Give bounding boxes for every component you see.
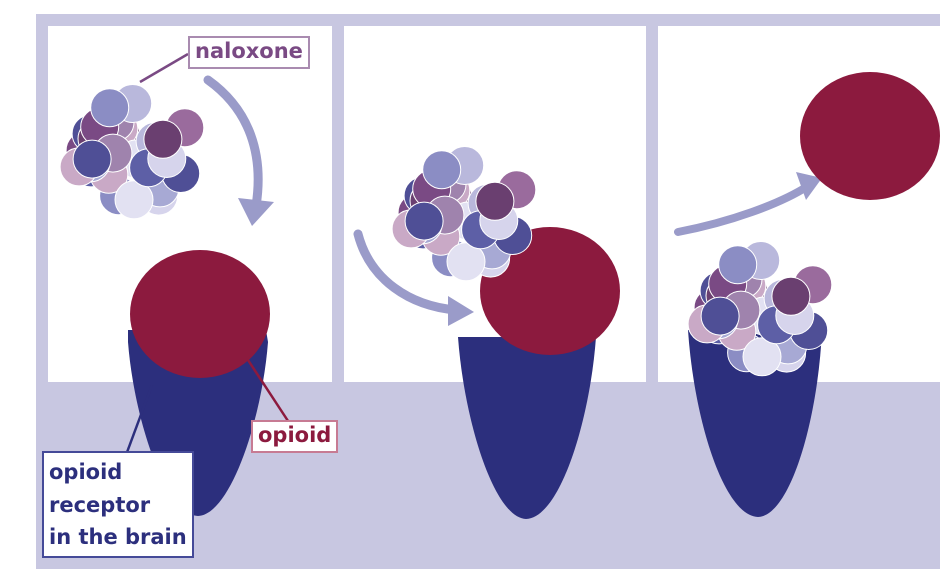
opioid-label: opioid <box>251 420 338 453</box>
naloxone-ball <box>423 151 461 189</box>
naloxone-ball <box>701 297 739 335</box>
receptor-label-line-1: opioid <box>49 456 187 489</box>
naloxone-ball <box>405 202 443 240</box>
naloxone-label: naloxone <box>188 36 310 69</box>
naloxone-ball <box>91 89 129 127</box>
naloxone-ball <box>772 277 810 315</box>
opioid-receptor-label: opioid receptor in the brain <box>42 451 194 558</box>
receptor-label-line-2: receptor <box>49 489 187 522</box>
opioid-molecule-bound <box>130 250 270 378</box>
naloxone-ball <box>73 140 111 178</box>
naloxone-ball <box>476 182 514 220</box>
naloxone-ball <box>144 120 182 158</box>
opioid-molecule-released <box>800 72 940 200</box>
receptor-label-line-3: in the brain <box>49 521 187 554</box>
naloxone-ball <box>719 246 757 284</box>
